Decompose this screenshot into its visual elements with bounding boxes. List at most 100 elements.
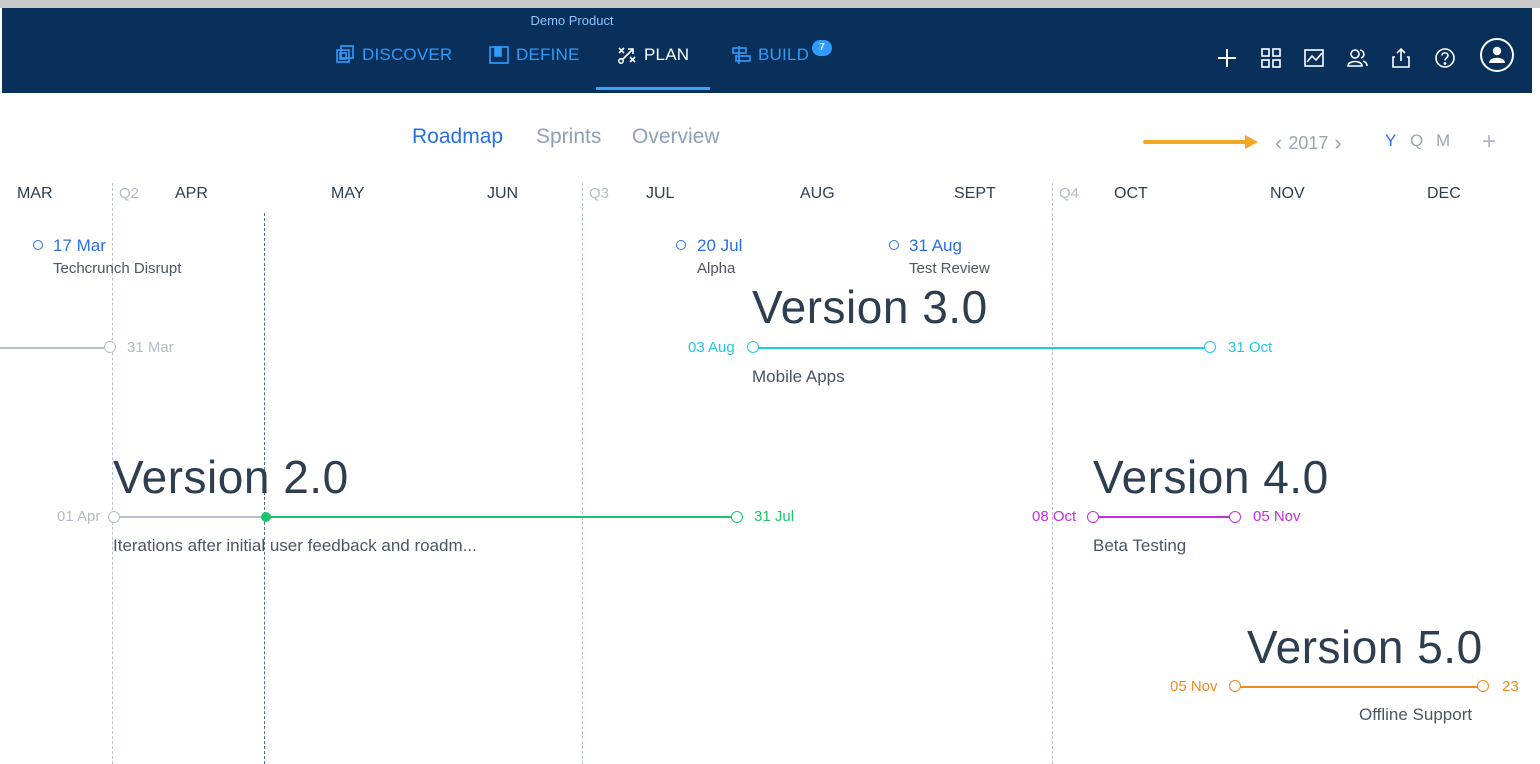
month-label: SEPT [954,185,996,202]
tab-discover[interactable]: DISCOVER [334,44,452,66]
build-icon [732,46,751,64]
release-title[interactable]: Version 5.0 [1247,621,1483,673]
release-end-date: 23 [1502,678,1519,695]
release-description: Mobile Apps [752,367,845,386]
analytics-button[interactable] [1301,45,1327,71]
month-label: AUG [800,185,835,202]
release-bar-completed[interactable] [119,516,265,518]
milestone-date[interactable]: 17 Mar [53,236,106,255]
release-description: Beta Testing [1093,536,1187,555]
release-end-date: 31 Mar [127,339,174,356]
release-end-node[interactable] [1477,680,1489,692]
tab-label: PLAN [644,45,690,64]
milestone-name[interactable]: Test Review [909,260,990,277]
month-label: NOV [1270,185,1305,202]
previous-year-button[interactable]: ‹ [1275,130,1283,155]
quarter-label: Q2 [119,185,140,202]
month-label: OCT [1114,185,1148,202]
tab-label: DEFINE [516,45,580,64]
chart-icon [1304,49,1324,67]
plan-icon [617,47,636,65]
release-start-date: 03 Aug [688,339,735,356]
milestone-marker[interactable] [889,240,899,250]
year-label: 2017 [1288,132,1329,153]
quarter-divider [1052,183,1053,764]
milestone-name[interactable]: Techcrunch Disrupt [53,260,182,277]
release-progress-node[interactable] [261,512,271,522]
users-icon [1347,49,1368,67]
release-description: Iterations after initial user feedback a… [113,536,477,555]
month-label: APR [175,185,208,202]
annotation-arrow [1143,135,1258,149]
milestone-name[interactable]: Alpha [697,260,736,277]
release-title[interactable]: Version 3.0 [752,281,988,333]
product-name[interactable]: Demo Product [530,13,614,28]
quarter-divider [112,183,113,764]
release-end-node[interactable] [731,511,743,523]
user-avatar[interactable] [1480,38,1514,72]
release-end-date: 31 Oct [1228,339,1273,356]
release-start-date: 08 Oct [1032,508,1077,525]
today-marker [264,213,265,764]
release-start-node[interactable] [747,341,759,353]
tab-define[interactable]: DEFINE [488,44,580,66]
add-release-button[interactable]: + [1482,128,1497,155]
release-start-node[interactable] [108,511,120,523]
scale-month-button[interactable]: M [1436,131,1451,150]
apps-button[interactable] [1258,45,1284,71]
release-end-date: 31 Jul [754,508,795,525]
scrollbar-gutter[interactable] [1532,8,1540,764]
release-start-date: 05 Nov [1170,678,1218,695]
share-icon [1392,47,1410,68]
quarter-label: Q3 [589,185,610,202]
milestone-marker[interactable] [676,240,686,250]
top-navigation-bar: Demo Product DISCOVER DEFINE PLAN BUILD … [2,8,1532,93]
next-year-button[interactable]: › [1334,130,1342,155]
user-avatar-icon [1489,46,1505,63]
share-button[interactable] [1388,45,1414,71]
release-bar[interactable] [758,347,1206,349]
scale-year-button[interactable]: Y [1385,131,1397,150]
release-bar[interactable] [1240,686,1480,688]
tab-label: DISCOVER [362,45,453,64]
help-button[interactable] [1432,45,1458,71]
discover-icon [336,45,354,63]
quarter-label: Q4 [1059,185,1080,202]
release-end-node[interactable] [1229,511,1241,523]
release-bar[interactable] [265,516,732,518]
release-start-node[interactable] [1229,680,1241,692]
active-tab-indicator [596,87,710,90]
year-navigator: ‹ 2017 › [1275,130,1342,156]
release-bar-previous[interactable] [0,347,104,349]
release-title[interactable]: Version 4.0 [1093,451,1329,503]
subtab-roadmap[interactable]: Roadmap [412,125,504,148]
tab-label: BUILD [758,45,810,64]
subtab-sprints[interactable]: Sprints [536,125,602,148]
team-button[interactable] [1344,45,1370,71]
milestone-marker[interactable] [33,240,43,250]
tab-build[interactable]: BUILD [730,44,809,66]
help-icon [1435,48,1455,68]
month-label: JUL [646,185,675,202]
milestone-date[interactable]: 20 Jul [697,236,743,255]
month-label: MAY [331,185,365,202]
release-description: Offline Support [1359,705,1473,724]
subtab-overview[interactable]: Overview [632,125,720,148]
month-label: JUN [487,185,519,202]
tab-plan[interactable]: PLAN [616,44,689,66]
release-end-node[interactable] [1204,341,1216,353]
release-start-node[interactable] [1087,511,1099,523]
release-title[interactable]: Version 2.0 [113,451,349,503]
quarter-divider [582,183,583,764]
release-end-node[interactable] [104,341,116,353]
window-top-strip [0,0,1540,8]
month-label: DEC [1427,185,1461,202]
release-end-date: 05 Nov [1253,508,1301,525]
release-bar[interactable] [1098,516,1232,518]
milestone-date[interactable]: 31 Aug [909,236,962,255]
add-button[interactable] [1214,45,1240,71]
scale-quarter-button[interactable]: Q [1410,131,1424,150]
grid-icon [1261,48,1281,68]
plus-icon [1218,49,1236,67]
build-count-badge: 7 [812,40,832,56]
